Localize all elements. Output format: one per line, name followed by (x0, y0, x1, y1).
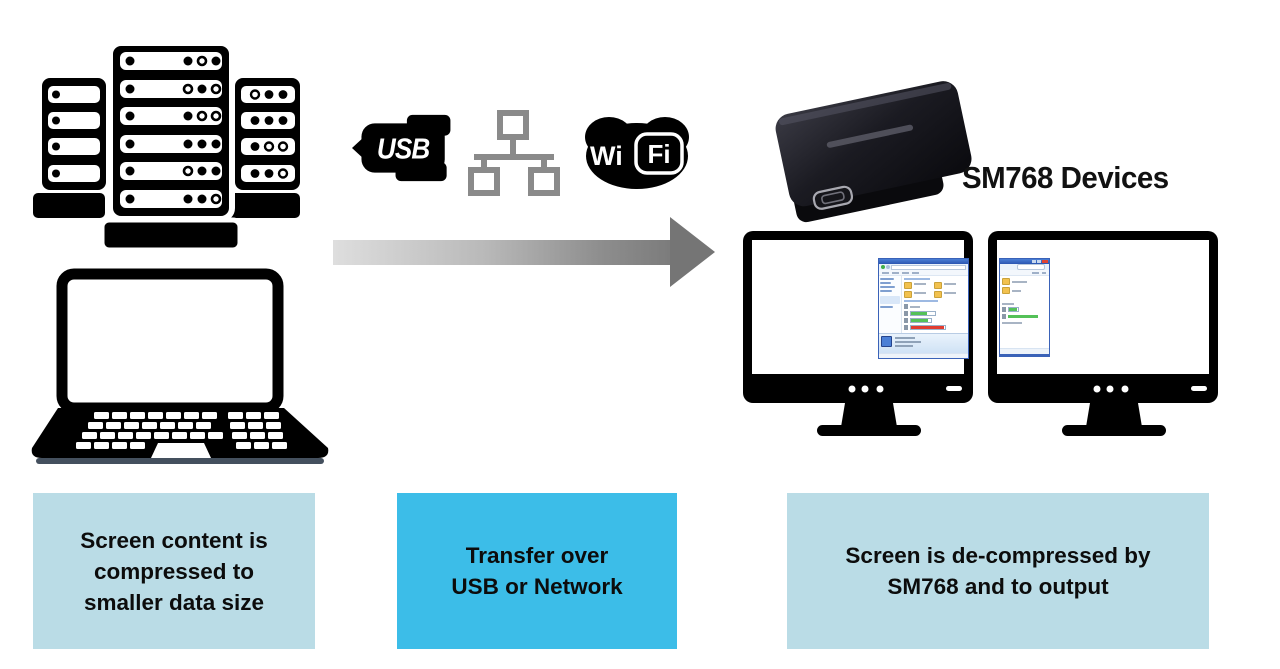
caption-decompress: Screen is de-compressed by SM768 and to … (787, 493, 1209, 649)
trackpad (151, 443, 211, 458)
wifi-logo-wi-text: Wi (590, 141, 623, 171)
explorer-file-list (1000, 276, 1049, 348)
explorer-status-bar (1000, 348, 1049, 354)
drive-item (1002, 314, 1047, 319)
sm768-adapter-photo (775, 81, 972, 223)
drive-icon (904, 325, 908, 330)
flow-arrow-shaft (333, 240, 670, 265)
folder-icon (1002, 278, 1010, 285)
explorer-status-bar (879, 353, 968, 358)
forward-button-icon (886, 265, 890, 269)
caption-line: smaller data size (83, 589, 265, 615)
wifi-logo-fi-text: Fi (647, 139, 670, 169)
drive-icon (904, 318, 908, 323)
capacity-bar-full (910, 325, 946, 330)
folder-item (934, 282, 956, 289)
folder-icon (1002, 287, 1010, 294)
capacity-bar (910, 318, 932, 323)
caption-line: USB or Network (451, 574, 623, 599)
folder-item (934, 291, 956, 298)
file-explorer-window (878, 258, 969, 359)
folder-item (904, 282, 926, 289)
explorer-details-pane (879, 333, 968, 353)
folder-icon (934, 291, 942, 298)
file-explorer-window-continued (999, 258, 1050, 357)
back-button-icon (881, 265, 885, 269)
drive-item (1002, 302, 1047, 305)
explorer-body (879, 276, 968, 333)
explorer-toolbar (1000, 270, 1049, 276)
drive-icon (1002, 307, 1006, 312)
explorer-nav-bar (879, 264, 968, 270)
capacity-bar (1008, 307, 1019, 312)
usb-logo-text: USB (377, 132, 430, 164)
wifi-logo: Wi Fi (585, 117, 689, 189)
flow-arrow-head (670, 217, 715, 287)
folder-icon (934, 282, 942, 289)
folder-icon (904, 291, 912, 298)
explorer-sidebar (879, 276, 902, 333)
usb-logo: USB (352, 114, 451, 182)
drive-item (904, 325, 966, 330)
computer-icon (881, 336, 892, 347)
explorer-title-bar (879, 259, 968, 264)
close-button (1042, 260, 1048, 263)
capacity-bar (1008, 315, 1038, 318)
folder-item (1002, 278, 1047, 285)
caption-line: Transfer over (465, 543, 609, 568)
caption-line: SM768 and to output (887, 574, 1109, 599)
server-rack-icon (33, 40, 300, 253)
explorer-file-list (902, 276, 968, 333)
drive-item (904, 304, 966, 309)
device-group-label: SM768 Devices (962, 160, 1169, 195)
folder-item (904, 291, 926, 298)
folder-item (1002, 287, 1047, 294)
laptop-icon (31, 268, 329, 464)
explorer-search-bar (1000, 264, 1049, 270)
search-box (1017, 264, 1045, 270)
explorer-bottom-border (1000, 354, 1049, 356)
caption-line: Screen content is (80, 527, 268, 553)
drive-icon (904, 311, 908, 316)
address-bar (891, 264, 966, 270)
caption-transfer: Transfer over USB or Network (397, 493, 677, 649)
drive-icon (904, 304, 908, 309)
caption-compress: Screen content is compressed to smaller … (33, 493, 315, 649)
caption-line: Screen is de-compressed by (845, 543, 1151, 568)
drive-item (904, 311, 966, 316)
device-print-text (826, 124, 914, 148)
folder-icon (904, 282, 912, 289)
drive-item (904, 318, 966, 323)
minimize-button (1032, 260, 1036, 263)
drive-icon (1002, 314, 1006, 319)
monitor-power-button (946, 386, 962, 391)
caption-line: compressed to (93, 558, 255, 584)
monitor-power-button (1191, 386, 1207, 391)
capacity-bar (910, 311, 936, 316)
maximize-button (1037, 260, 1041, 263)
explorer-menu-bar (879, 270, 968, 276)
explorer-title-bar (1000, 259, 1049, 264)
drive-item (1002, 307, 1047, 312)
ethernet-network-icon (468, 110, 560, 196)
